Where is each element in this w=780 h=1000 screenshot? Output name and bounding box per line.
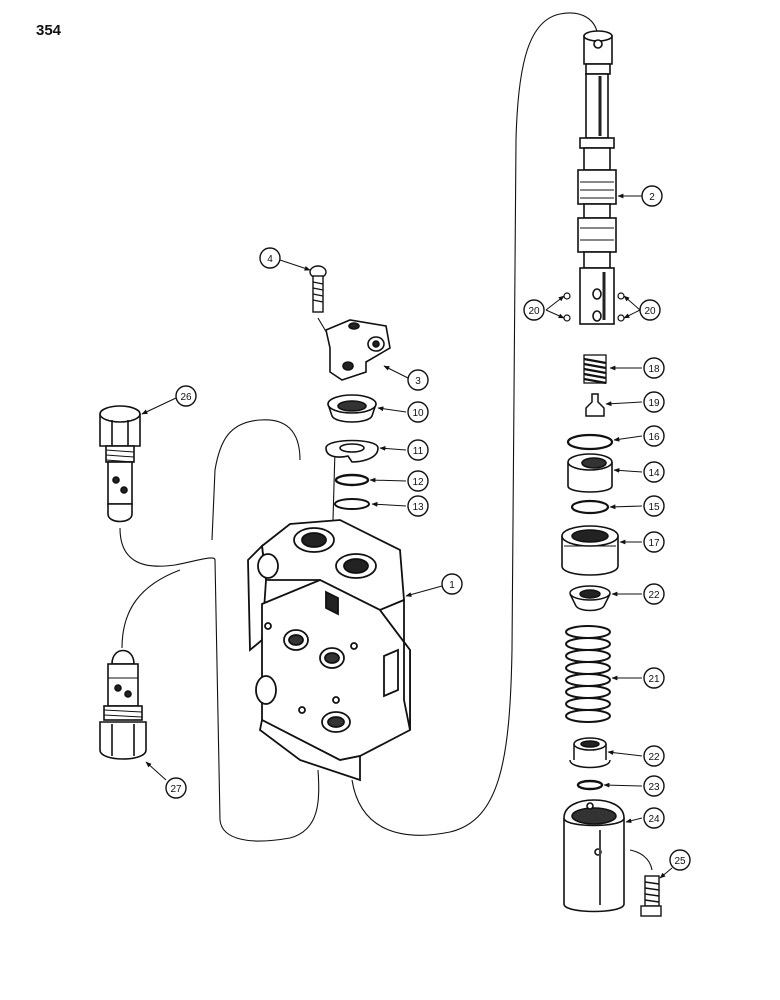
callout-10: 10: [407, 401, 429, 423]
spool-part: [577, 30, 617, 325]
callout-15: 15: [643, 495, 665, 517]
shim-11: [325, 439, 379, 463]
detent-balls: [563, 292, 625, 322]
svg-text:12: 12: [412, 477, 424, 488]
o-ring-13: [334, 498, 370, 510]
svg-text:2: 2: [649, 192, 655, 203]
callout-18: 18: [643, 357, 665, 379]
seal-10: [327, 394, 377, 423]
cap-screw-25: [640, 875, 662, 917]
callout-27: 27: [165, 777, 187, 799]
screw-4: [309, 265, 327, 313]
svg-text:22: 22: [648, 590, 660, 601]
callout-23: 23: [643, 775, 665, 797]
valve-body-1: [247, 519, 411, 782]
callout-19: 19: [643, 391, 665, 413]
callout-20-left: 20: [523, 299, 545, 321]
spring-seat-22-upper: [569, 585, 611, 612]
callout-13: 13: [407, 495, 429, 517]
callout-24: 24: [643, 807, 665, 829]
assembly-path-lines: [119, 12, 653, 871]
callout-1: 1: [441, 573, 463, 595]
callout-20-right: 20: [639, 299, 661, 321]
bushing-14: [567, 453, 613, 493]
svg-text:23: 23: [648, 782, 660, 793]
callout-22-upper: 22: [643, 583, 665, 605]
svg-text:20: 20: [528, 306, 540, 317]
callout-12: 12: [407, 470, 429, 492]
callouts: 1 2 3 4 10 11 12 13 14 15 16 17 18 19 20…: [165, 185, 691, 871]
callout-2: 2: [641, 185, 663, 207]
callout-16: 16: [643, 425, 665, 447]
svg-text:11: 11: [413, 446, 424, 457]
svg-text:13: 13: [412, 502, 424, 513]
callout-25: 25: [669, 849, 691, 871]
callout-11: 11: [407, 439, 429, 461]
callout-22-lower: 22: [643, 745, 665, 767]
svg-text:1: 1: [449, 580, 455, 591]
centering-spring-21: [565, 625, 611, 723]
retainer-cap-17: [561, 525, 619, 576]
svg-text:3: 3: [415, 376, 421, 387]
svg-text:16: 16: [648, 432, 660, 443]
relief-valve-27: [99, 649, 147, 760]
callout-17: 17: [643, 531, 665, 553]
svg-text:20: 20: [644, 306, 656, 317]
spring-seat-22-lower: [569, 737, 611, 769]
svg-text:25: 25: [674, 856, 686, 867]
svg-text:27: 27: [170, 784, 182, 795]
detent-plunger: [585, 393, 605, 417]
callout-26: 26: [175, 385, 197, 407]
svg-text:24: 24: [648, 814, 660, 825]
o-ring-15: [570, 499, 610, 515]
callout-21: 21: [643, 667, 665, 689]
snap-ring-23: [576, 779, 604, 791]
leader-lines: [141, 193, 673, 879]
bracket-3: [325, 319, 391, 381]
svg-text:22: 22: [648, 752, 660, 763]
svg-text:18: 18: [648, 364, 660, 375]
o-ring-16: [566, 433, 614, 451]
svg-text:21: 21: [648, 674, 660, 685]
callout-14: 14: [643, 461, 665, 483]
o-ring-12: [334, 473, 370, 487]
svg-text:15: 15: [648, 502, 660, 513]
page-number: 354: [36, 22, 62, 39]
callout-4: 4: [259, 247, 281, 269]
svg-text:14: 14: [648, 468, 660, 479]
end-cap-24: [563, 799, 625, 913]
svg-text:17: 17: [648, 538, 660, 549]
svg-text:26: 26: [180, 392, 192, 403]
detent-spring: [583, 354, 607, 385]
relief-valve-26: [99, 405, 141, 523]
svg-text:10: 10: [412, 408, 424, 419]
callout-3: 3: [407, 369, 429, 391]
svg-text:4: 4: [267, 254, 273, 265]
svg-text:19: 19: [648, 398, 660, 409]
